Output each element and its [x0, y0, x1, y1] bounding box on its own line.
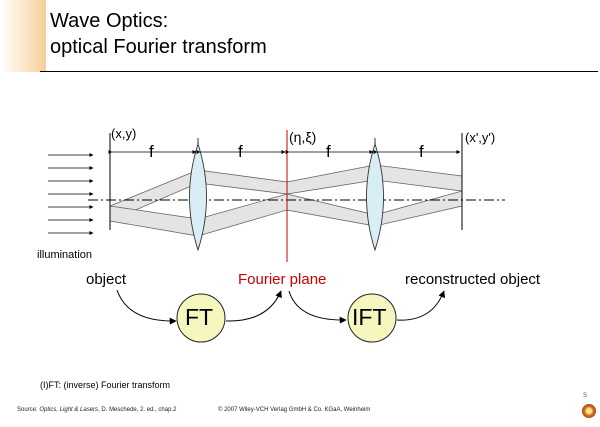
beam-envelope-upper-2	[197, 169, 288, 195]
focal-length-label-1: f	[149, 142, 154, 161]
flow-arrow-fourier-to-ift	[288, 290, 347, 324]
beam-envelope-right-3	[374, 164, 463, 192]
focal-length-label-3: f	[326, 142, 331, 161]
beam-envelope-right-4	[374, 190, 463, 227]
slide-title: Wave Optics: optical Fourier transform	[50, 8, 267, 60]
slide-title-line-1: Wave Optics:	[50, 10, 169, 32]
publisher-logo-tag: S	[583, 393, 588, 399]
fourier-lens-1	[189, 142, 207, 252]
fourier-lens-2	[366, 142, 384, 252]
transform-caption: (I)FT: (inverse) Fourier transform	[40, 380, 171, 390]
operation-flow	[116, 289, 445, 325]
image-plane-coords: (x',y')	[465, 130, 496, 145]
object-plane-coords: (x,y)	[111, 126, 137, 141]
copyright-notice: © 2007 Wiley-VCH Verlag GmbH & Co. KGaA,…	[218, 407, 371, 413]
ft-operation-label: FT	[185, 304, 214, 330]
source-prefix: Source:	[17, 407, 40, 413]
reconstructed-object-label: reconstructed object	[405, 271, 541, 288]
flow-arrow-object-to-ft	[116, 289, 177, 325]
beam-envelope-right-1	[286, 164, 376, 195]
title-accent-bar	[0, 0, 46, 72]
object-label: object	[86, 271, 127, 288]
focal-length-label-2: f	[238, 142, 243, 161]
ft-operation-circle	[176, 293, 226, 343]
beam-envelope-lower-1	[109, 205, 199, 237]
illumination-arrows	[48, 153, 94, 235]
flow-arrow-ft-to-fourier	[225, 290, 282, 322]
fourier-plane-coords: (η,ξ)	[289, 129, 317, 145]
publisher-logo-icon	[582, 404, 596, 418]
title-divider	[40, 71, 598, 72]
beam-envelope	[109, 164, 463, 237]
ift-operation-circle	[347, 293, 397, 343]
focal-length-label-4: f	[419, 142, 424, 161]
ift-operation-label: IFT	[352, 304, 387, 330]
source-book-title: Optics, Light & Lasers	[39, 407, 99, 413]
illumination-label: illumination	[37, 249, 93, 261]
beam-envelope-right-2	[286, 193, 376, 227]
fourier-plane-label: Fourier plane	[238, 271, 327, 288]
slide-title-line-2: optical Fourier transform	[50, 36, 267, 58]
source-details: , D. Meschede, 2. ed., chap.2	[98, 407, 177, 413]
source-credit: Source: Optics, Light & Lasers, D. Mesch…	[17, 407, 176, 413]
flow-arrow-ift-to-reconstructed	[396, 290, 445, 321]
